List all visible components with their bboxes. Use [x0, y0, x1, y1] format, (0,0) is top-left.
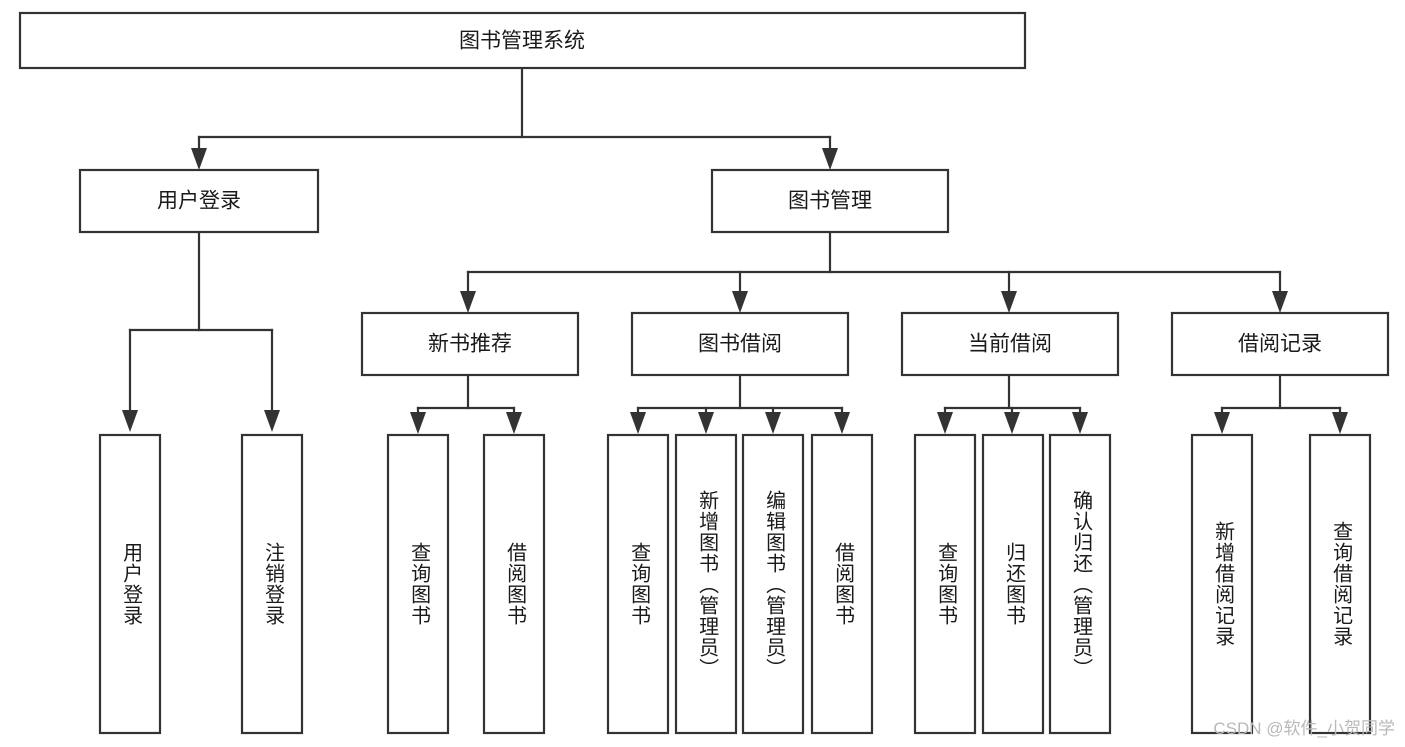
- arrow-borrow-record-leaf-2: [1332, 412, 1348, 434]
- node-box-leaf-add-record[interactable]: [1190, 433, 1254, 735]
- node-label-new-book-recommend: 新书推荐: [428, 333, 512, 356]
- arrow-book-manage-to-new-book-recommend: [460, 291, 476, 313]
- node-box-leaf-logout-login[interactable]: [240, 433, 304, 735]
- node-label-root: 图书管理系统: [459, 30, 585, 53]
- arrow-book-borrow-leaf-3: [765, 412, 781, 434]
- node-box-borrow-record[interactable]: [1170, 311, 1390, 377]
- node-box-leaf-query-book-3[interactable]: [913, 433, 977, 735]
- node-label-book-manage: 图书管理: [788, 190, 872, 213]
- arrow-new-book-recommend-leaf-1: [410, 412, 426, 434]
- node-label-current-borrow: 当前借阅: [968, 333, 1052, 356]
- node-box-root[interactable]: [18, 11, 1027, 70]
- node-box-leaf-query-book-2[interactable]: [606, 433, 670, 735]
- node-box-leaf-add-book[interactable]: [674, 433, 738, 735]
- node-box-leaf-edit-book[interactable]: [741, 433, 805, 735]
- arrow-new-book-recommend-leaf-2: [506, 412, 522, 434]
- arrow-book-manage-to-borrow-record: [1272, 291, 1288, 313]
- node-box-leaf-borrow-book-2[interactable]: [810, 433, 874, 735]
- arrow-current-borrow-leaf-1: [937, 412, 953, 434]
- node-label-book-borrow: 图书借阅: [698, 333, 782, 356]
- node-box-leaf-borrow-book-1[interactable]: [482, 433, 546, 735]
- arrow-root-to-user-login: [191, 148, 207, 170]
- node-box-leaf-query-book-1[interactable]: [386, 433, 450, 735]
- arrow-book-manage-to-book-borrow: [732, 291, 748, 313]
- node-label-user-login: 用户登录: [157, 190, 241, 213]
- arrow-book-manage-to-current-borrow: [1001, 291, 1017, 313]
- node-box-user-login[interactable]: [78, 168, 320, 234]
- node-box-new-book-recommend[interactable]: [360, 311, 580, 377]
- arrow-book-borrow-leaf-2: [698, 412, 714, 434]
- connector-layer: [122, 66, 1348, 434]
- csdn-watermark: CSDN @软件_小贺同学: [1213, 719, 1395, 738]
- node-box-book-borrow[interactable]: [630, 311, 850, 377]
- arrow-root-to-book-manage: [822, 148, 838, 170]
- node-box-book-manage[interactable]: [710, 168, 950, 234]
- arrow-user-login-leaf-2: [264, 410, 280, 432]
- arrow-book-borrow-leaf-1: [630, 412, 646, 434]
- arrow-user-login-leaf-1: [122, 410, 138, 432]
- node-box-leaf-return-book[interactable]: [981, 433, 1045, 735]
- node-box-leaf-user-login[interactable]: [98, 433, 162, 735]
- node-box-leaf-query-record[interactable]: [1308, 433, 1372, 735]
- arrow-book-borrow-leaf-4: [834, 412, 850, 434]
- arrow-borrow-record-leaf-1: [1214, 412, 1230, 434]
- node-label-borrow-record: 借阅记录: [1238, 333, 1322, 356]
- arrow-current-borrow-leaf-3: [1072, 412, 1088, 434]
- node-box-leaf-confirm-return[interactable]: [1048, 433, 1112, 735]
- node-box-current-borrow[interactable]: [900, 311, 1120, 377]
- arrow-current-borrow-leaf-2: [1004, 412, 1020, 434]
- node-layer: 图书管理系统 用户登录 图书管理 新书推荐 图书借阅 当前借阅 借阅记录: [18, 11, 1390, 735]
